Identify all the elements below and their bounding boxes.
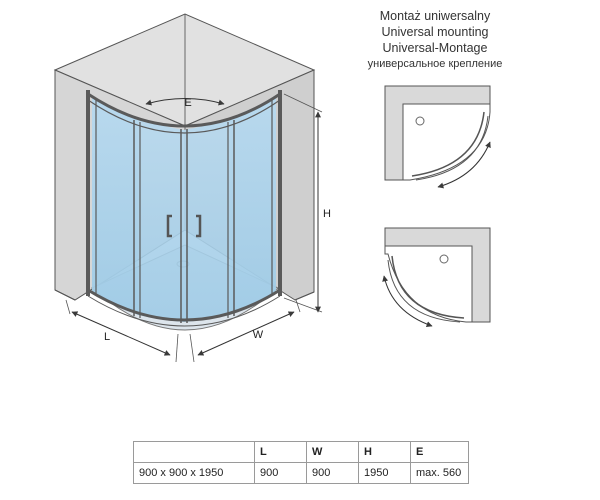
dimension-e: E <box>145 97 225 109</box>
handle-right <box>196 214 202 238</box>
label-h: H <box>323 208 331 220</box>
glass-right-fixed <box>230 98 276 315</box>
glass-left-door <box>138 118 184 322</box>
table-row: 900 x 900 x 1950 900 900 1950 max. 560 <box>133 462 469 484</box>
glass-panels <box>92 98 276 322</box>
mounting-line-en: Universal mounting <box>381 25 489 39</box>
label-l: L <box>104 331 110 343</box>
spec-table: L W H E 900 x 900 x 1950 900 900 1950 ma… <box>133 441 469 484</box>
header-cell-h: H <box>358 441 411 463</box>
dimension-h: H <box>283 93 331 313</box>
mounting-line-pl: Montaż uniwersalny <box>379 9 491 23</box>
mounting-line-ru: универсальное крепление <box>367 58 503 70</box>
glass-right-door <box>184 118 230 322</box>
mounting-icon-left <box>382 227 491 328</box>
header-cell-l: L <box>254 441 307 463</box>
header-cell-e: E <box>410 441 469 463</box>
label-w: W <box>253 329 264 341</box>
cell-l: 900 <box>254 462 307 484</box>
top-rail <box>87 92 281 128</box>
drain-icon <box>439 254 449 264</box>
dimension-w: W <box>189 299 301 363</box>
mounting-caption: Montaż uniwersalny Universal mounting Un… <box>330 8 540 72</box>
mounting-line-de: Universal-Montage <box>382 41 488 55</box>
door-handles <box>166 214 202 238</box>
label-e: E <box>184 97 191 109</box>
spec-table-header: L W H E <box>133 441 469 463</box>
drain-icon <box>415 116 425 126</box>
slide-arrow-left <box>382 275 433 328</box>
cell-e: max. 560 <box>410 462 469 484</box>
dimension-l: L <box>65 299 179 363</box>
mounting-icon-right <box>384 85 491 189</box>
glass-left-fixed <box>92 98 138 315</box>
frame-profiles <box>86 90 282 327</box>
bottom-rail <box>87 288 281 322</box>
header-cell-w: W <box>306 441 359 463</box>
header-cell <box>133 441 255 463</box>
slide-arrow-right <box>437 141 491 189</box>
cell-size: 900 x 900 x 1950 <box>133 462 255 484</box>
cell-w: 900 <box>306 462 359 484</box>
cell-h: 1950 <box>358 462 411 484</box>
handle-left <box>166 214 172 238</box>
